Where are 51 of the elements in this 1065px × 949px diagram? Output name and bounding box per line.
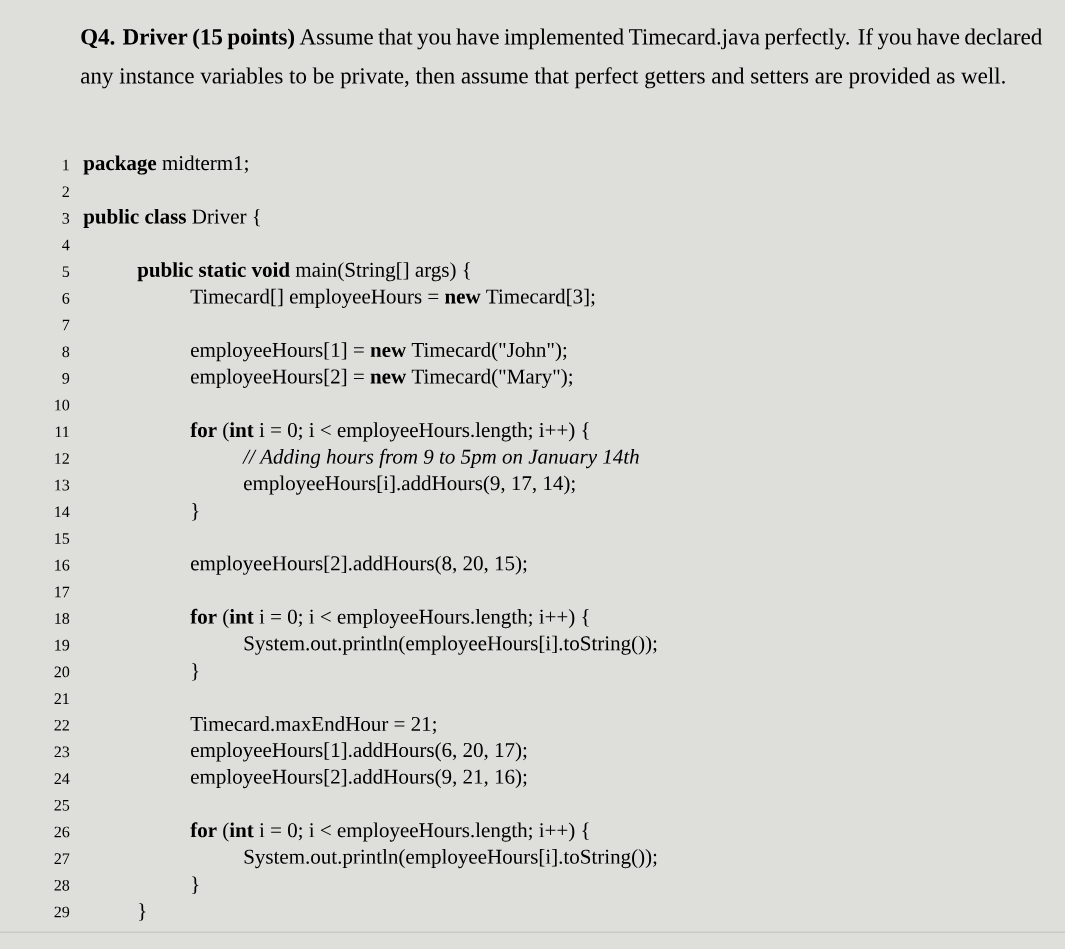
line-number: 29 [54, 906, 70, 918]
line-number: 28 [54, 879, 70, 891]
line-number: 20 [54, 666, 70, 678]
code-line: employeeHours[1] = new Timecard("John"); [191, 342, 567, 362]
code-line: System.out.println(employeeHours[i].toString()); [244, 635, 657, 655]
line-number: 1 [63, 159, 69, 171]
line-number: 23 [54, 746, 70, 758]
line-number: 4 [62, 239, 70, 251]
line-number: 2 [62, 186, 69, 197]
line-number: 15 [55, 533, 70, 544]
code-line: } [192, 663, 199, 681]
code-line: employeeHours[2] = new Timecard("Mary"); [191, 368, 572, 388]
code-line: package midterm1; [83, 155, 248, 175]
line-number: 19 [55, 639, 70, 651]
code-line: for (int i = 0; i < employeeHours.length; i++) { [190, 822, 589, 842]
line-number: 21 [54, 693, 69, 704]
line-number: 5 [62, 266, 70, 277]
line-number: 13 [55, 479, 70, 491]
code-line: employeeHours[2].addHours(8, 20, 15); [191, 555, 527, 575]
line-number: 27 [54, 853, 70, 864]
line-number: 11 [55, 426, 69, 438]
code-line: } [139, 903, 146, 921]
line-number: 17 [55, 586, 70, 598]
code-comment: // Adding hours from 9 to 5pm on January 14th [242, 448, 639, 469]
line-number: 25 [54, 799, 70, 811]
question-text: Q4. Driver (15 points) Assume that you have implemented Timecard.java perfectly. If you have declared any instance variables to be private, then assume that perfect getters and setters are provided as well. [81, 28, 1042, 89]
line-number: 7 [62, 319, 70, 331]
code-line: employeeHours[2].addHours(9, 21, 16); [191, 769, 527, 789]
code-line: employeeHours[1].addHours(6, 20, 17); [191, 742, 527, 762]
code-line: public static void main(String[] args) { [137, 262, 470, 282]
code-line: System.out.println(employeeHours[i].toString()); [244, 849, 657, 869]
code-line: } [192, 876, 199, 894]
code-line: employeeHours[i].addHours(9, 17, 14); [244, 475, 575, 495]
code-line: public class Driver { [83, 208, 260, 228]
line-number: 24 [54, 773, 70, 784]
line-number: 9 [62, 373, 70, 384]
line-number: 8 [62, 346, 70, 358]
code-line: Timecard.maxEndHour = 21; [190, 716, 436, 735]
line-number: 10 [55, 399, 70, 411]
code-line: for (int i = 0; i < employeeHours.length; i++) { [190, 608, 589, 629]
code-line: Timecard[] employeeHours = new Timecard[3]; [190, 288, 595, 308]
line-number: 14 [55, 506, 70, 518]
line-number: 6 [62, 293, 70, 304]
line-number: 3 [62, 213, 70, 224]
line-number: 22 [54, 719, 69, 731]
line-number: 18 [55, 613, 70, 624]
line-number: 16 [55, 559, 70, 571]
line-number: 12 [55, 453, 69, 464]
code-line: } [192, 503, 199, 521]
code-line: for (int i = 0; i < employeeHours.length; i++) { [190, 422, 589, 442]
line-number: 26 [54, 826, 70, 838]
